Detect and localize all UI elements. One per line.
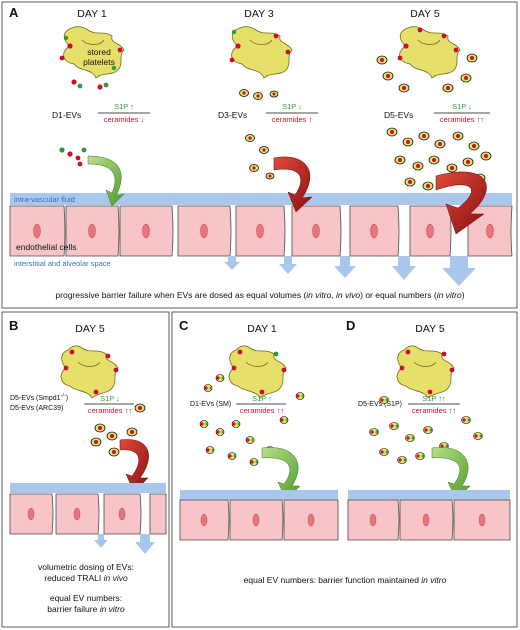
panel-b-caption: equal EV numbers: (50, 593, 122, 603)
ev-label: D5-EVs (Smpd1-/-) (10, 393, 68, 402)
ceramides-label: ceramides ↑↑ (240, 406, 284, 415)
ev-particles (90, 403, 146, 457)
ceramides-label: ceramides ↑↑ (412, 406, 456, 415)
day-label: DAY 5 (415, 323, 445, 335)
panel-cd-frame (171, 311, 518, 628)
panel-b-label: B (9, 318, 18, 333)
ev-label: D5-EVs (384, 110, 413, 120)
ev-particles (399, 349, 455, 395)
day-label: DAY 5 (410, 8, 440, 20)
day-label: DAY 1 (77, 8, 107, 20)
s1p-label: S1P ↑ (114, 102, 134, 111)
platelet-icon (396, 345, 455, 399)
intravascular-label: intra-vascular fluid (14, 195, 75, 204)
ceramides-label: ceramides ↓ (104, 115, 144, 124)
interstitial-label: interstitial and alveolar space (14, 259, 111, 268)
leak-arrows (224, 256, 476, 286)
ev-label: D3-EVs (218, 110, 247, 120)
panel-b-caption: volumetric dosing of EVs: (38, 562, 134, 572)
intravascular-fluid (348, 490, 510, 500)
platelet-icon (399, 26, 461, 79)
leak-arrows (94, 534, 155, 554)
stored-platelets-label: stored (87, 47, 111, 57)
s1p-label: S1P ↓ (282, 102, 302, 111)
ev-particles (63, 349, 119, 395)
endothelial-layer (347, 499, 511, 541)
panel-d-label: D (346, 318, 355, 333)
endothelial-layer (9, 493, 167, 535)
panel-b-frame (1, 311, 170, 628)
ev-particles (231, 349, 287, 395)
platelet-icon (231, 26, 293, 79)
s1p-label: S1P ↓ (452, 102, 472, 111)
endothelial-layer (179, 499, 339, 541)
day-label: DAY 1 (247, 323, 277, 335)
ev-particles (376, 53, 492, 191)
panel-a-label: A (9, 5, 19, 20)
platelet-icon (60, 345, 119, 399)
platelet-icon (63, 26, 125, 79)
stored-platelets-label: platelets (83, 57, 115, 67)
ev-label: D5-EVs (S1P) (358, 401, 402, 408)
panel-b-caption: reduced TRALI in vivo (44, 573, 128, 583)
platelet-icon (228, 345, 287, 399)
panel-a-frame (1, 1, 518, 309)
endothelial-layer (9, 205, 513, 257)
s1p-label: S1P ↑↑ (422, 394, 446, 403)
ceramides-label: ceramides ↑↑ (88, 406, 132, 415)
ev-particles (369, 396, 483, 464)
curved-arrow-green (87, 155, 125, 207)
intravascular-fluid (180, 490, 338, 500)
panel-c-label: C (179, 318, 189, 333)
panel-b-caption: barrier failure in vitro (47, 604, 125, 614)
day-label: DAY 3 (244, 8, 274, 20)
s1p-label: S1P ↑ (252, 394, 272, 403)
ev-label: D5-EVs (ARC39) (10, 405, 63, 412)
ev-particles (239, 89, 279, 180)
endothelial-label: endothelial cells (16, 242, 76, 252)
ceramides-label: ceramides ↑↑ (440, 115, 484, 124)
day-label: DAY 5 (75, 323, 105, 335)
ev-particles (59, 27, 459, 71)
intravascular-fluid (10, 483, 166, 493)
ceramides-label: ceramides ↑ (272, 115, 312, 124)
panel-a-caption: progressive barrier failure when EVs are… (55, 290, 464, 300)
panel-cd-caption: equal EV numbers: barrier function maint… (244, 575, 447, 585)
ev-particles (59, 79, 109, 167)
ev-label: D1-EVs (SM) (190, 401, 231, 408)
s1p-label: S1P ↓ (100, 394, 120, 403)
ev-label: D1-EVs (52, 110, 81, 120)
intravascular-fluid (10, 193, 512, 205)
